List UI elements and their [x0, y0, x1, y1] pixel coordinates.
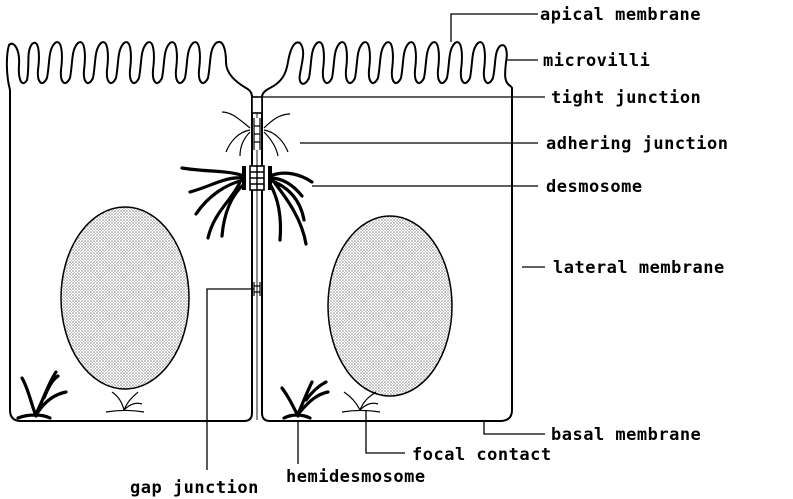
left-desmosome-filaments — [182, 168, 244, 238]
adhering-junction-plaque — [254, 118, 260, 150]
label-basal-membrane: basal membrane — [551, 425, 701, 445]
left-nucleus — [61, 207, 189, 389]
label-microvilli: microvilli — [543, 51, 650, 71]
right-nucleus — [328, 216, 452, 396]
tight-junction — [252, 97, 262, 113]
gap-junction-leader — [207, 289, 254, 470]
right-focal-contact — [342, 392, 380, 412]
left-hemidesmosome — [18, 372, 66, 418]
right-desmosome-filaments — [270, 173, 312, 244]
label-hemidesmosome: hemidesmosome — [286, 467, 426, 487]
right-hemidesmosome — [282, 382, 328, 418]
junction-complex — [244, 97, 270, 420]
label-tight-junction: tight junction — [551, 88, 701, 108]
label-desmosome: desmosome — [546, 177, 643, 197]
left-cell — [7, 42, 252, 421]
focal-contact-leader — [366, 410, 405, 453]
label-adhering-junction: adhering junction — [546, 134, 729, 154]
label-focal-contact: focal contact — [412, 445, 552, 465]
left-microvilli — [7, 42, 252, 97]
left-adhering-filaments — [222, 112, 250, 156]
left-focal-contact — [106, 392, 144, 412]
apical-membrane-leader — [451, 14, 538, 42]
basal-membrane-leader — [484, 421, 545, 434]
label-apical-membrane: apical membrane — [540, 5, 701, 25]
right-adhering-filaments — [264, 114, 290, 156]
label-lateral-membrane: lateral membrane — [553, 258, 725, 278]
right-cell — [262, 42, 512, 421]
right-microvilli — [262, 42, 512, 97]
label-gap-junction: gap junction — [130, 478, 259, 498]
